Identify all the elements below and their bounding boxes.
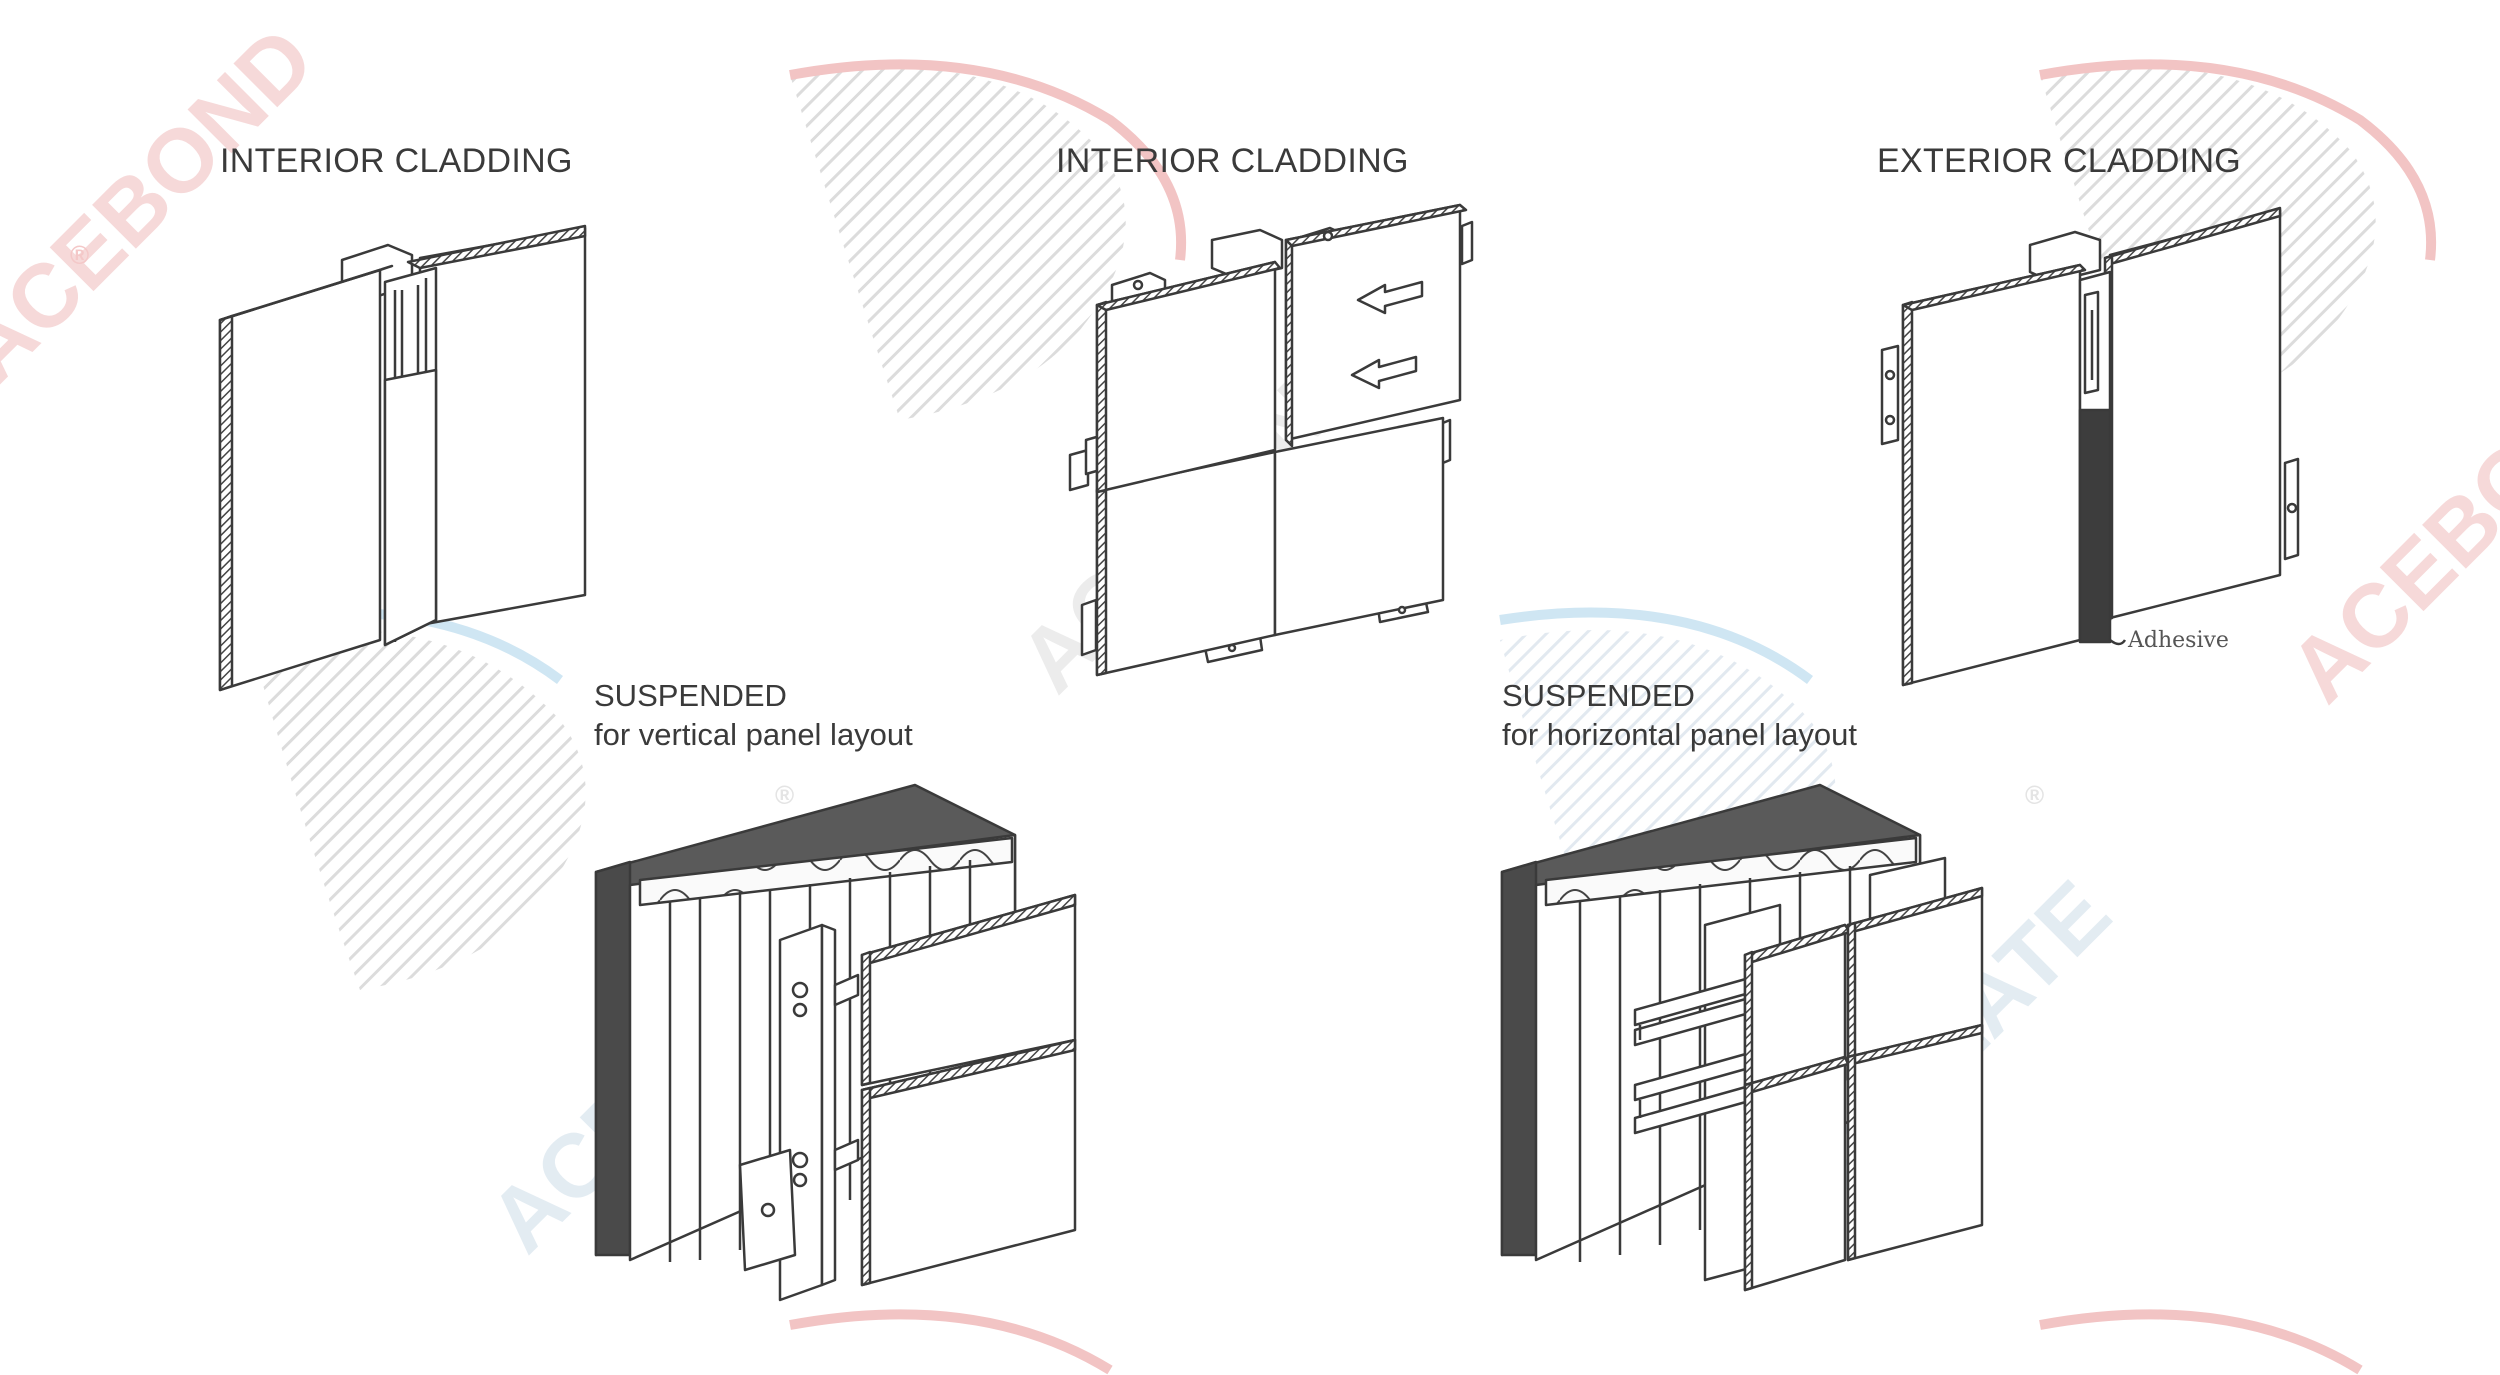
title-suspended-vertical: SUSPENDED bbox=[594, 678, 787, 713]
watermark-logo-shape bbox=[789, 59, 1187, 261]
panel bbox=[418, 226, 587, 627]
panel-edge bbox=[218, 314, 234, 692]
title-suspended-horizontal: SUSPENDED bbox=[1502, 678, 1695, 713]
watermark-logo-shape bbox=[1499, 607, 1813, 685]
title-interior-cladding-left: INTERIOR CLADDING bbox=[220, 142, 573, 180]
subtitle-suspended-horizontal: for horizontal panel layout bbox=[1502, 717, 1858, 752]
title-interior-cladding-middle: INTERIOR CLADDING bbox=[1056, 142, 1409, 180]
title-exterior-cladding: EXTERIOR CLADDING bbox=[1877, 142, 2242, 180]
arrow-icon bbox=[1350, 355, 1418, 390]
subtitle-suspended-vertical: for vertical panel layout bbox=[594, 717, 913, 752]
diagram-suspended-vertical bbox=[594, 783, 1077, 1302]
diagram-exterior-cladding bbox=[1880, 206, 2300, 687]
watermark-registered-mark: ® bbox=[70, 240, 90, 270]
panel bbox=[1273, 416, 1445, 637]
diagram-interior-cladding-middle bbox=[1068, 203, 1474, 677]
diagram-interior-cladding-left bbox=[218, 224, 587, 692]
panel bbox=[1743, 1055, 1847, 1292]
watermark-registered-mark: ® bbox=[2025, 780, 2045, 810]
diagram-suspended-horizontal bbox=[1500, 783, 1984, 1292]
watermark-logo-shape bbox=[250, 630, 586, 990]
callout-adhesive: Adhesive bbox=[2128, 628, 2229, 653]
watermark-registered-mark: ® bbox=[775, 780, 795, 810]
panel bbox=[2108, 208, 2282, 620]
watermark-logo-shape bbox=[789, 1309, 1113, 1375]
watermark-logo-shape bbox=[2039, 59, 2437, 261]
watermark-logo-shape bbox=[790, 66, 1126, 420]
panel bbox=[1901, 263, 2082, 687]
panel bbox=[218, 268, 382, 692]
arrow-icon bbox=[1356, 280, 1424, 315]
adhesive-strip bbox=[2078, 408, 2112, 644]
watermark-logo-shape bbox=[2039, 1309, 2363, 1375]
